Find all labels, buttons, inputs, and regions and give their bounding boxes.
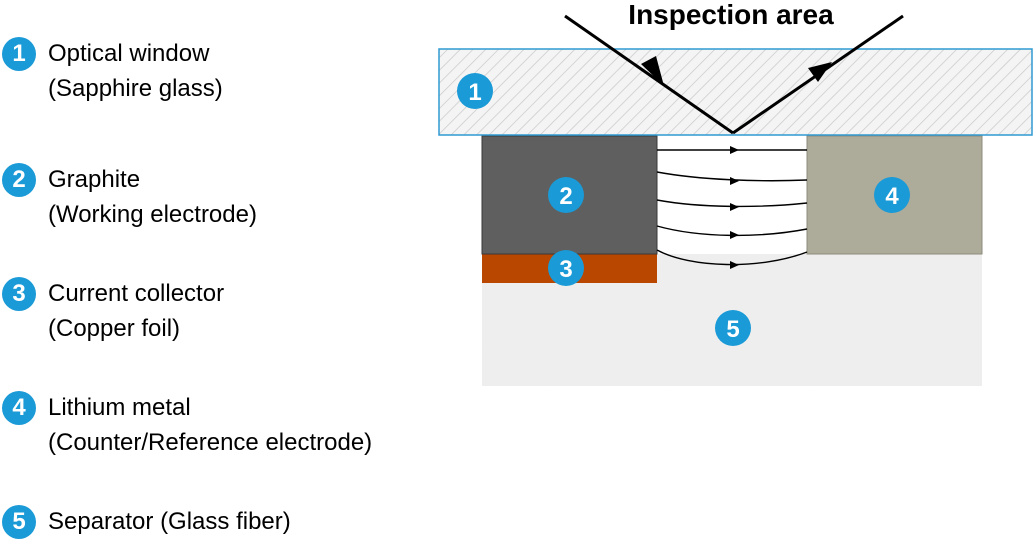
number-badge-5: 5 bbox=[2, 505, 36, 539]
inspection-area-title: Inspection area bbox=[628, 0, 834, 30]
arrowhead-icon bbox=[730, 203, 739, 211]
optical-window bbox=[438, 48, 1033, 136]
legend-name: Lithium metal bbox=[48, 394, 191, 421]
legend-item-lithium-metal: 4 Lithium metal (Counter/Reference elect… bbox=[0, 390, 420, 462]
legend-item-optical-window: 1 Optical window (Sapphire glass) bbox=[0, 36, 420, 108]
legend-name: Graphite bbox=[48, 166, 141, 193]
arrowhead-icon bbox=[730, 146, 739, 154]
legend-detail: (Sapphire glass) bbox=[48, 75, 223, 102]
legend-detail: (Working electrode) bbox=[48, 201, 257, 228]
reflected-arrow-icon bbox=[808, 62, 832, 82]
number-badge-1: 1 bbox=[2, 37, 36, 71]
arrowhead-icon bbox=[730, 177, 739, 185]
incident-arrow-icon bbox=[641, 56, 664, 86]
legend-item-separator: 5 Separator (Glass fiber) bbox=[0, 504, 420, 540]
marker-1: 1 bbox=[457, 73, 493, 109]
marker-5-label: 5 bbox=[726, 316, 739, 343]
legend-item-current-collector: 3 Current collector (Copper foil) bbox=[0, 276, 420, 348]
ion-flow-arrowheads bbox=[730, 146, 739, 269]
incident-beam bbox=[564, 14, 734, 135]
marker-5: 5 bbox=[715, 310, 751, 346]
arrowhead-icon bbox=[730, 261, 739, 269]
ion-flow-line bbox=[656, 249, 808, 266]
number-badge-3: 3 bbox=[2, 277, 36, 311]
marker-4-label: 4 bbox=[885, 183, 899, 210]
number-badge-4: 4 bbox=[2, 391, 36, 425]
marker-4: 4 bbox=[874, 177, 910, 213]
marker-1-label: 1 bbox=[468, 79, 481, 106]
legend-detail: (Counter/Reference electrode) bbox=[48, 429, 373, 456]
legend-name: Current collector bbox=[48, 280, 225, 307]
marker-3-label: 3 bbox=[559, 256, 572, 283]
marker-2: 2 bbox=[548, 177, 584, 213]
legend-detail: (Copper foil) bbox=[48, 315, 181, 342]
number-badge-2: 2 bbox=[2, 163, 36, 197]
legend-name: Optical window bbox=[48, 40, 210, 67]
legend-item-graphite: 2 Graphite (Working electrode) bbox=[0, 162, 420, 234]
marker-2-label: 2 bbox=[559, 183, 572, 210]
arrowhead-icon bbox=[730, 231, 739, 239]
legend: 1 Optical window (Sapphire glass) 2 Grap… bbox=[0, 0, 420, 540]
legend-name: Separator (Glass fiber) bbox=[48, 508, 291, 535]
marker-3: 3 bbox=[548, 250, 584, 286]
